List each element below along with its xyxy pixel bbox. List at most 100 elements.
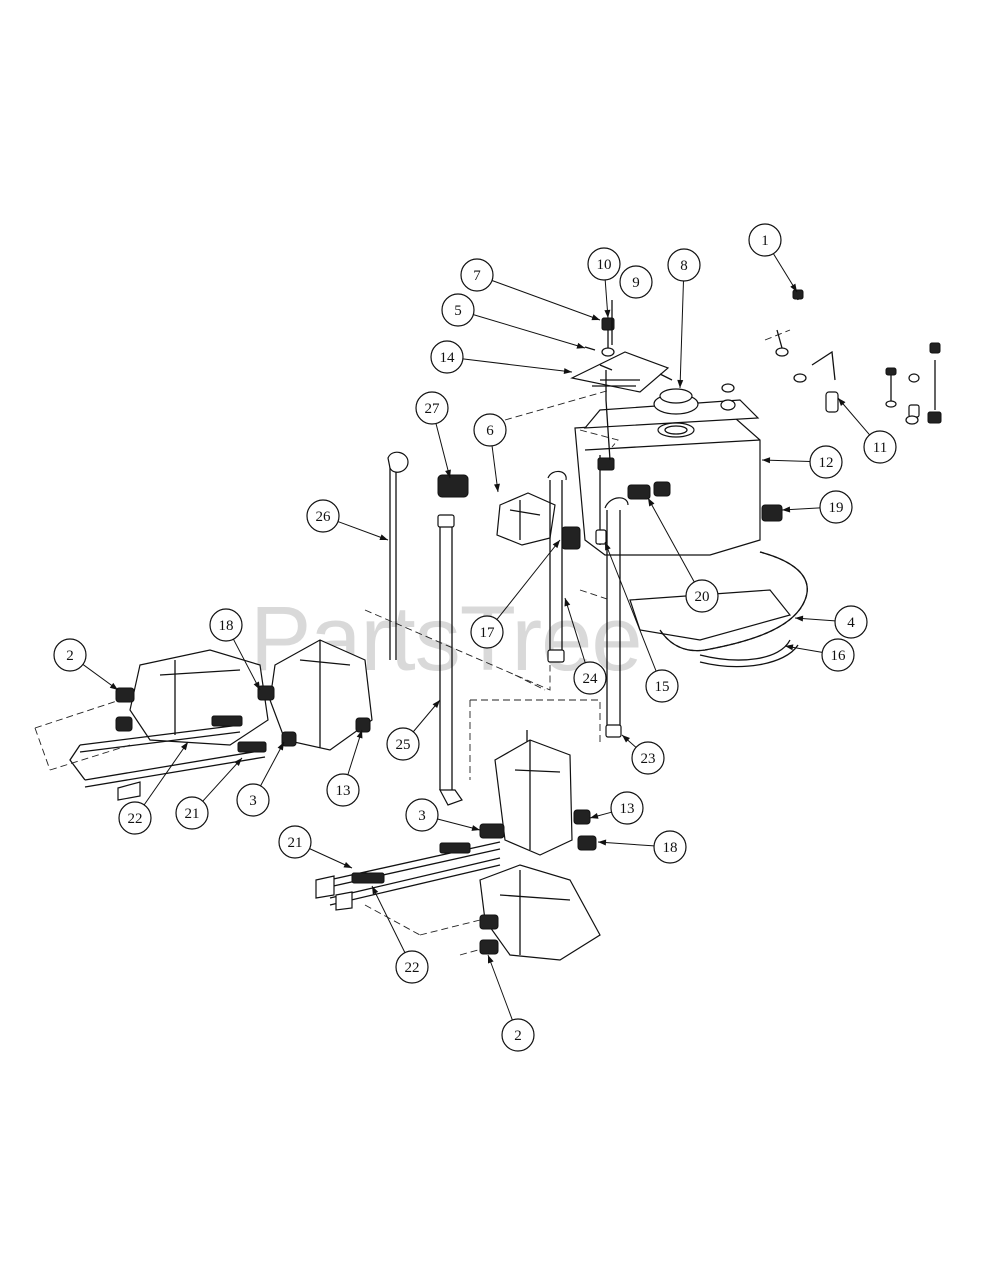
callout-circle bbox=[573, 661, 607, 695]
callout-number: 25 bbox=[396, 737, 411, 753]
callout-circle bbox=[834, 605, 868, 639]
callout-leader bbox=[487, 954, 513, 1021]
callout-arrowhead bbox=[762, 457, 771, 464]
callout-18: 18 bbox=[209, 608, 261, 691]
callout-number: 3 bbox=[418, 808, 426, 824]
fitting-27-icon bbox=[437, 474, 469, 498]
callout-arrowhead bbox=[564, 598, 571, 607]
callout-16: 16 bbox=[784, 638, 855, 672]
callout-arrowhead bbox=[180, 742, 188, 751]
callout-arrowhead bbox=[109, 682, 118, 690]
callout-number: 12 bbox=[819, 455, 834, 471]
right-hydro-pump-icon bbox=[494, 739, 573, 856]
callout-18: 18 bbox=[597, 830, 687, 864]
callout-leader bbox=[647, 497, 695, 583]
callout-circle bbox=[501, 1018, 535, 1052]
callout-circle bbox=[405, 798, 439, 832]
callout-leader bbox=[143, 741, 189, 806]
callout-arrowhead bbox=[677, 379, 684, 388]
callout-2: 2 bbox=[487, 954, 535, 1052]
callout-circle bbox=[470, 615, 504, 649]
callout-circle bbox=[587, 247, 621, 281]
callout-1: 1 bbox=[748, 223, 798, 293]
callout-circle bbox=[236, 783, 270, 817]
callout-number: 3 bbox=[249, 793, 257, 809]
callout-arrowhead bbox=[488, 955, 494, 964]
callout-10: 10 bbox=[587, 247, 621, 319]
callout-number: 18 bbox=[663, 840, 678, 856]
callout-arrowhead bbox=[590, 813, 599, 819]
fitting-18-right-icon bbox=[577, 835, 597, 851]
callout-arrowhead bbox=[622, 735, 630, 743]
callout-9: 9 bbox=[619, 265, 653, 299]
callout-arrowhead bbox=[838, 398, 846, 407]
callout-arrowhead bbox=[648, 498, 655, 507]
callout-20: 20 bbox=[647, 497, 719, 613]
callout-7: 7 bbox=[460, 258, 601, 321]
callout-11: 11 bbox=[837, 397, 897, 464]
callout-number: 23 bbox=[641, 751, 656, 767]
callout-arrowhead bbox=[598, 839, 607, 846]
callout-number: 15 bbox=[655, 679, 670, 695]
callout-circle bbox=[748, 223, 782, 257]
callout-arrowhead bbox=[604, 309, 611, 318]
left-hydro-pump-icon bbox=[269, 639, 373, 751]
fitting-17-icon bbox=[561, 526, 581, 550]
tank-outlet-fitting-icon bbox=[597, 457, 615, 471]
filter-element-icon bbox=[825, 391, 839, 413]
callout-25: 25 bbox=[386, 699, 441, 761]
callout-leader bbox=[462, 358, 573, 373]
callout-arrowhead bbox=[234, 758, 242, 766]
callout-number: 27 bbox=[425, 401, 441, 417]
callout-17: 17 bbox=[470, 539, 561, 649]
callout-21: 21 bbox=[278, 825, 353, 869]
fitting-19-icon bbox=[761, 504, 783, 522]
callout-number: 11 bbox=[873, 440, 887, 456]
callout-circle bbox=[415, 391, 449, 425]
callout-number: 8 bbox=[680, 258, 688, 274]
callout-leader bbox=[837, 397, 870, 436]
callout-arrowhead bbox=[790, 283, 797, 292]
callout-circle bbox=[430, 340, 464, 374]
callout-arrowhead bbox=[795, 615, 804, 622]
mount-bracket bbox=[504, 300, 673, 461]
callout-number: 7 bbox=[473, 268, 481, 284]
callout-3: 3 bbox=[405, 798, 481, 832]
callout-13: 13 bbox=[589, 791, 644, 825]
callout-2: 2 bbox=[53, 638, 119, 691]
callout-number: 10 bbox=[597, 257, 612, 273]
callout-number: 17 bbox=[480, 625, 496, 641]
callout-circle bbox=[619, 265, 653, 299]
fitting-15-icon bbox=[595, 529, 607, 545]
callout-arrowhead bbox=[253, 681, 260, 690]
callout-arrowhead bbox=[277, 742, 284, 751]
callout-number: 5 bbox=[454, 303, 462, 319]
callout-number: 1 bbox=[761, 233, 769, 249]
callout-leader bbox=[202, 757, 243, 802]
breather-hardware bbox=[720, 289, 942, 425]
callout-circle bbox=[610, 791, 644, 825]
callout-arrowhead bbox=[343, 861, 352, 868]
callout-leader bbox=[597, 841, 655, 847]
callout-19: 19 bbox=[781, 490, 853, 524]
callout-circle bbox=[326, 773, 360, 807]
callout-leader bbox=[260, 741, 285, 787]
callouts: 1223345678910111213131415161718181920212… bbox=[53, 223, 897, 1052]
callout-arrowhead bbox=[445, 469, 451, 478]
callout-arrowhead bbox=[494, 483, 500, 492]
callout-number: 22 bbox=[128, 811, 143, 827]
callout-4: 4 bbox=[794, 605, 868, 639]
callout-21: 21 bbox=[175, 757, 243, 830]
callout-circle bbox=[685, 579, 719, 613]
callout-number: 20 bbox=[695, 589, 710, 605]
callout-number: 26 bbox=[316, 509, 332, 525]
callout-arrowhead bbox=[591, 314, 600, 321]
callout-arrowhead bbox=[563, 368, 572, 375]
callout-24: 24 bbox=[564, 597, 607, 695]
callout-circle bbox=[819, 490, 853, 524]
callout-arrowhead bbox=[552, 540, 560, 549]
callout-number: 13 bbox=[620, 801, 635, 817]
pump-6-icon bbox=[496, 492, 556, 546]
